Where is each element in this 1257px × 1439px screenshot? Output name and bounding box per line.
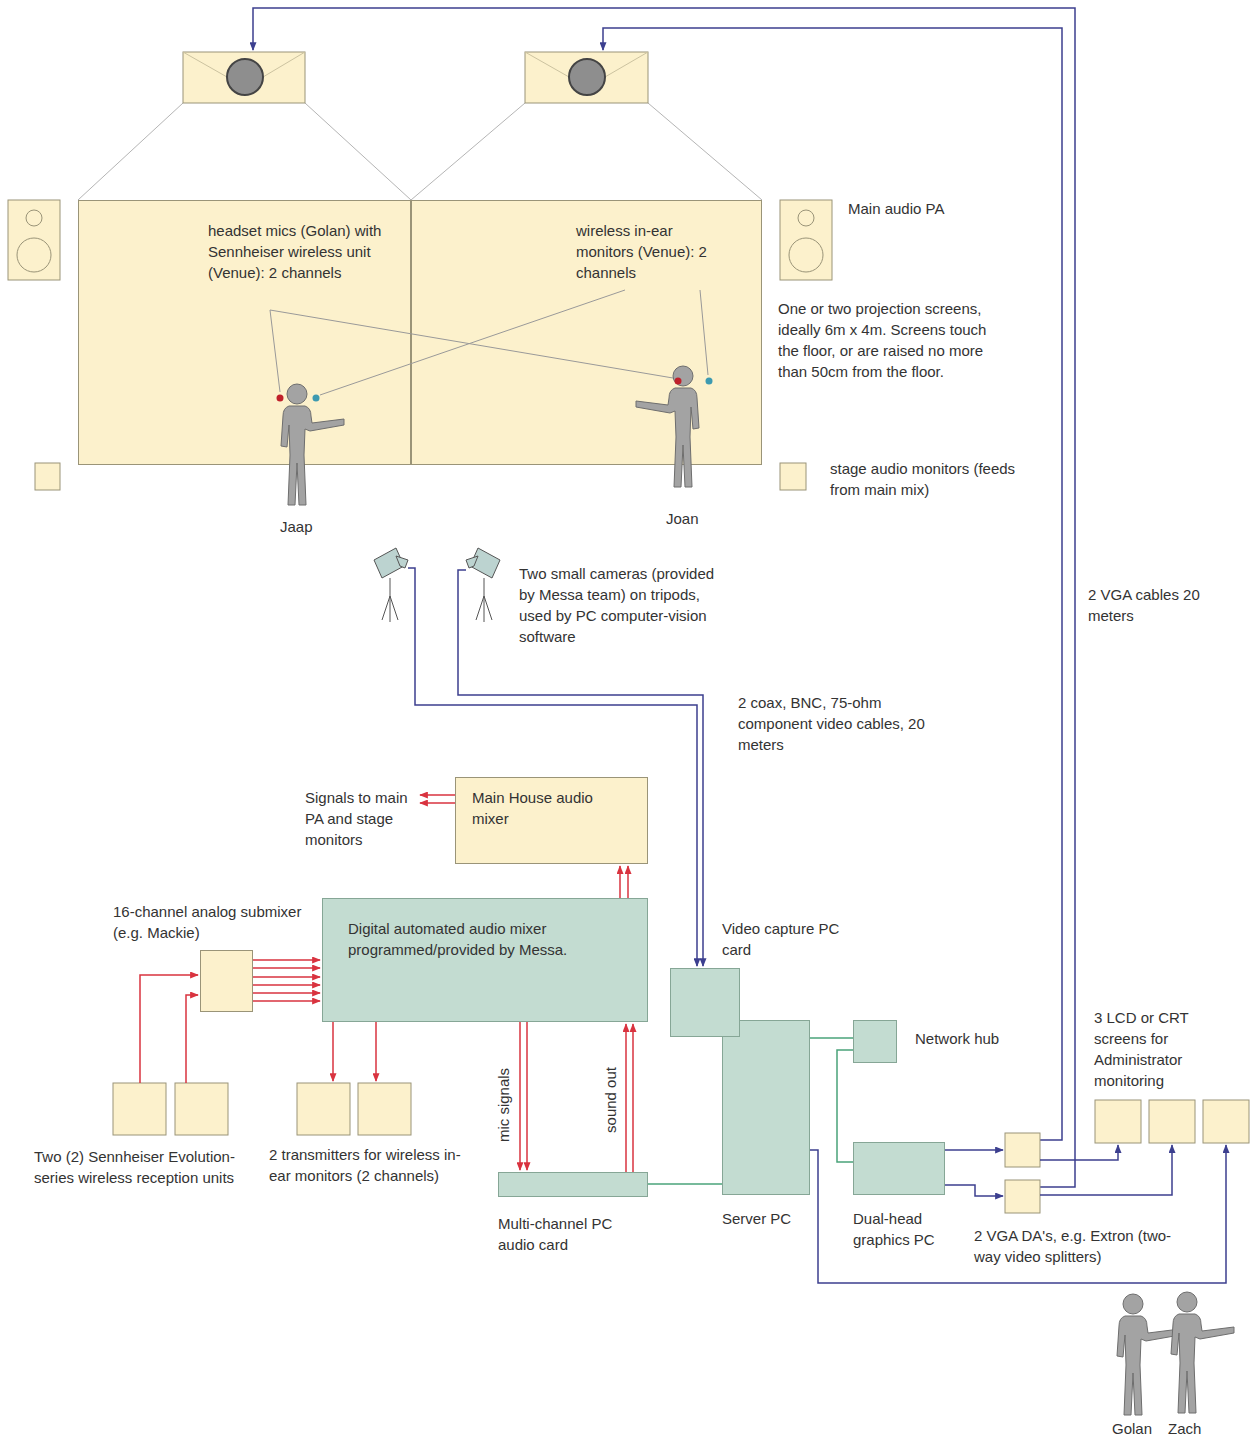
speaker-label: Main audio PA (848, 198, 998, 219)
server-pc-box: Server PC (722, 1020, 810, 1195)
performer-figure (281, 384, 344, 505)
splitter-pair: 2 VGA DA's, e.g. Extron (two-way video s… (1005, 1133, 1040, 1213)
monitor-screen (1095, 1100, 1249, 1143)
edge-label: sound out (600, 1065, 621, 1135)
administrator-figure (1117, 1294, 1180, 1415)
cable-note: 2 VGA cables 20 meters (1088, 584, 1213, 626)
node-text: Two (2) Sennheiser Evolution-series wire… (34, 1146, 244, 1188)
camera-on-tripod (374, 548, 500, 622)
digital-mixer-box: Digital automated audio mixer programmed… (322, 898, 648, 1022)
transmitter (297, 1083, 411, 1135)
audio-connector (625, 1024, 627, 1172)
projector (183, 52, 305, 103)
signal-note: Signals to main PA and stage monitors (305, 787, 417, 850)
monitor-label: stage audio monitors (feeds from main mi… (830, 458, 1025, 500)
person-name: Jaap (280, 516, 340, 537)
node-text: wireless in-ear monitors (Venue): 2 chan… (576, 220, 728, 283)
network-connector (810, 1037, 853, 1039)
leader-line (270, 290, 708, 395)
graphics-pc-box: Dual-head graphics PC (853, 1142, 945, 1195)
video-connector (1040, 1145, 1118, 1160)
in-ear-monitor-dot (313, 378, 713, 402)
audio-connector (332, 1022, 334, 1081)
submixer-box: 16-channel analog submixer (e.g. Mackie) (200, 950, 253, 1012)
node-text: Digital automated audio mixer programmed… (348, 918, 633, 960)
node-text: Dual-head graphics PC (853, 1208, 963, 1250)
node-text: 16-channel analog submixer (e.g. Mackie) (113, 901, 313, 943)
node-text: Server PC (722, 1208, 822, 1229)
projector (525, 52, 648, 103)
projection-screen: headset mics (Golan) with Sennheiser wir… (78, 200, 411, 465)
cable-note: 2 coax, BNC, 75-ohm component video cabl… (738, 692, 953, 755)
reception-unit (113, 1083, 228, 1135)
audio-connector (253, 984, 320, 986)
performer-figure (636, 366, 699, 487)
monitor-group: 3 LCD or CRT screens for Administrator m… (1095, 1100, 1249, 1143)
vga-splitter (1005, 1133, 1040, 1213)
node-text: Main House audio mixer (472, 787, 632, 829)
node-text: 2 VGA DA's, e.g. Extron (two-way video s… (974, 1225, 1184, 1267)
person-name: Joan (666, 508, 726, 529)
network-connector (648, 1183, 722, 1185)
house-mixer-box: Main House audio mixer (455, 777, 648, 864)
note: One or two projection screens, ideally 6… (778, 298, 1010, 382)
network-hub-box: Network hub (853, 1020, 897, 1063)
stage-monitor (35, 463, 806, 490)
node-text: Video capture PC card (722, 918, 847, 960)
projection-beam (78, 103, 762, 200)
node-text: Multi-channel PC audio card (498, 1213, 648, 1255)
audio-card-box: Multi-channel PC audio card (498, 1172, 648, 1197)
person-name: Zach (1168, 1418, 1218, 1439)
node-text: Network hub (915, 1028, 1035, 1049)
audio-connector (140, 975, 198, 1083)
projection-screen: wireless in-ear monitors (Venue): 2 chan… (411, 200, 762, 465)
capture-card-box: Video capture PC card (670, 968, 740, 1037)
node-text: headset mics (Golan) with Sennheiser wir… (208, 220, 393, 283)
edge-label: mic signals (493, 1066, 514, 1144)
video-wire (945, 1145, 1172, 1196)
node-text: 2 transmitters for wireless in-ear monit… (269, 1144, 464, 1186)
administrator-figure (1171, 1292, 1234, 1413)
headset-mic-dot (277, 378, 682, 402)
audio-connector (619, 866, 621, 898)
camera-note: Two small cameras (provided by Messa tea… (519, 563, 734, 647)
network-connector (837, 1050, 853, 1162)
video-connector (945, 1149, 1003, 1151)
transmitter-pair: 2 transmitters for wireless in-ear monit… (297, 1083, 411, 1135)
person-name: Golan (1112, 1418, 1162, 1439)
vga-cable (253, 8, 1075, 1187)
audio-connector (519, 1022, 521, 1170)
reception-unit-pair: Two (2) Sennheiser Evolution-series wire… (113, 1083, 228, 1135)
node-text: 3 LCD or CRT screens for Administrator m… (1094, 1007, 1234, 1091)
